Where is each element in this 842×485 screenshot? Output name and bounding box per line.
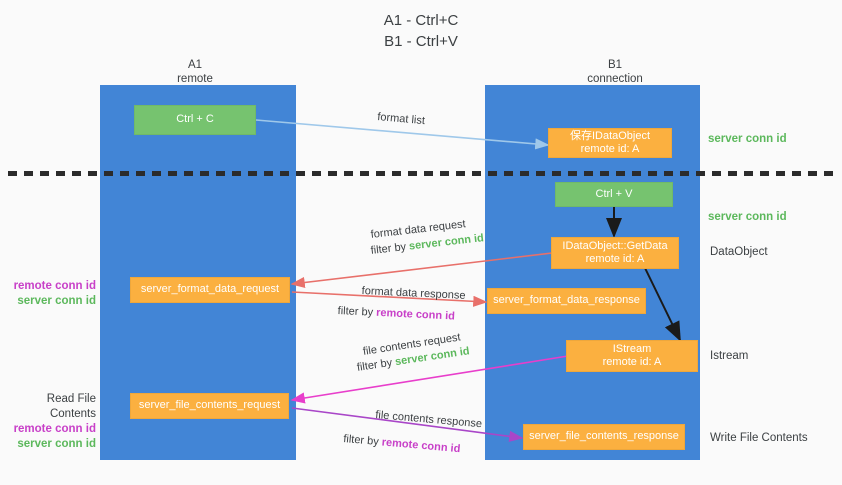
column-a1-name: A1 [187,59,203,71]
label-format-remote-conn-id: remote conn id [13,280,96,292]
fcr-filter-prefix: filter by [356,356,397,374]
box-istream[interactable]: IStream remote id: A [566,340,698,372]
box-istream-line2: remote id: A [602,356,662,368]
fdres-filter-key: remote conn id [375,306,456,323]
box-ctrl-v[interactable]: Ctrl + V [555,182,673,207]
label-read-file-contents-group: Read File Contents remote conn id server… [4,392,96,452]
label-read-file-contents: Read File Contents [46,393,96,420]
fcres-filter-prefix: filter by [342,432,383,449]
box-server-format-data-request-label: server_format_data_request [140,283,280,296]
page-title: A1 - Ctrl+C B1 - Ctrl+V [0,10,842,52]
column-b1-name: B1 [607,59,623,71]
label-format-conn-ids: remote conn id server conn id [8,279,96,309]
phase-separator-dashed-line [8,171,834,176]
box-istream-line1: IStream [612,342,652,355]
fcres-filter-key: remote conn id [381,436,461,456]
label-file-remote-conn-id: remote conn id [13,423,96,435]
box-getdata-line1: IDataObject::GetData [562,239,668,252]
box-ctrl-v-line1: Ctrl + V [595,187,633,200]
box-server-file-contents-response[interactable]: server_file_contents_response [523,424,685,450]
box-idataobject-getdata[interactable]: IDataObject::GetData remote id: A [551,237,679,269]
box-server-file-contents-request-label: server_file_contents_request [138,399,281,412]
label-write-file-contents: Write File Contents [710,432,808,444]
edge-label-format-data-response: format data response [361,284,466,302]
box-server-format-data-response-label: server_format_data_response [493,294,640,307]
title-line-1: A1 - Ctrl+C [383,12,459,29]
box-ctrl-c-line1: Ctrl + C [176,113,214,126]
title-line-2: B1 - Ctrl+V [384,33,458,50]
box-ctrl-c[interactable]: Ctrl + C [134,105,256,135]
label-server-conn-id-top: server conn id [708,133,787,145]
box-server-file-contents-response-label: server_file_contents_response [529,430,679,443]
box-save-idataobject[interactable]: 保存IDataObject remote id: A [548,128,672,158]
box-server-format-data-response[interactable]: server_format_data_response [487,288,646,314]
box-save-idataobject-line1: 保存IDataObject [569,129,651,142]
column-header-b1: B1 connection [535,58,695,86]
box-save-idataobject-line2: remote id: A [580,143,640,155]
edge-label-file-contents-response: file contents response [374,408,483,431]
column-a1-role: remote [177,73,213,85]
label-dataobject: DataObject [710,246,768,258]
edge-label-format-list: format list [376,110,426,128]
edge-label-format-data-response-filter: filter by remote conn id [337,304,455,325]
box-server-format-data-request[interactable]: server_format_data_request [130,277,290,303]
fdres-filter-prefix: filter by [337,304,377,319]
column-b1-role: connection [587,73,643,85]
label-istream: Istream [710,350,749,362]
label-format-server-conn-id: server conn id [17,295,96,307]
column-header-a1: A1 remote [115,58,275,86]
fdr-filter-prefix: filter by [370,240,410,257]
box-getdata-line2: remote id: A [585,253,645,265]
box-server-file-contents-request[interactable]: server_file_contents_request [130,393,289,419]
label-file-server-conn-id: server conn id [17,438,96,450]
edge-label-file-contents-response-filter: filter by remote conn id [343,432,461,457]
label-server-conn-id-mid: server conn id [708,211,787,223]
